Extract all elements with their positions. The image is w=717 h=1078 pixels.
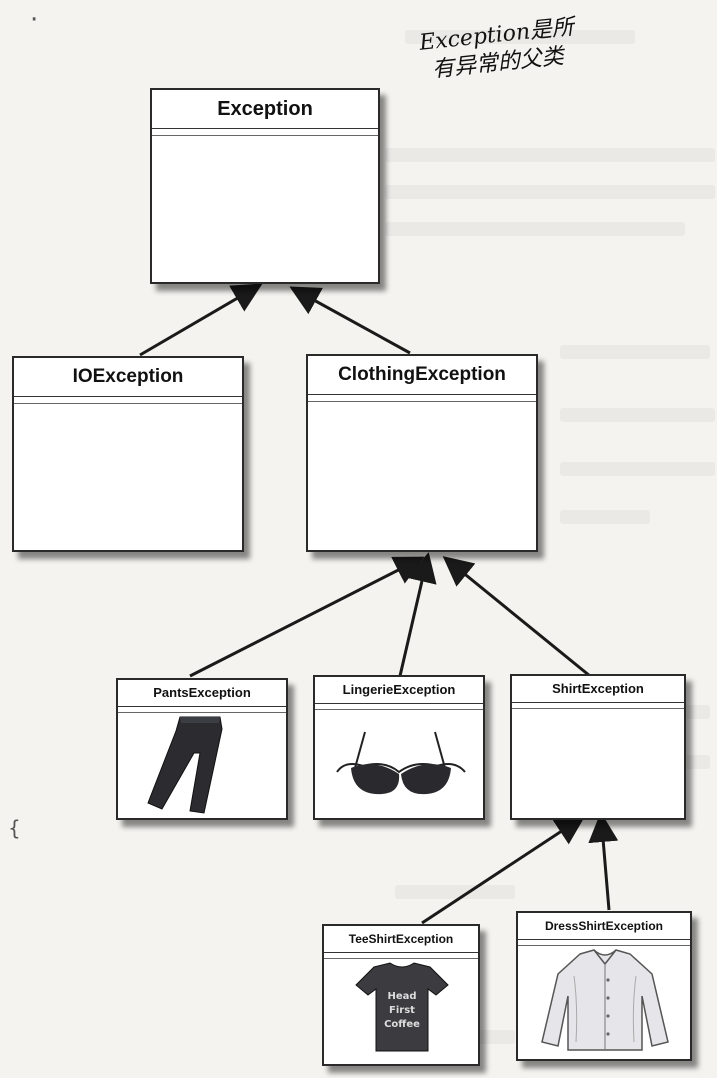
class-box-dressshirtexception: DressShirtException	[516, 911, 692, 1061]
pants-image	[147, 716, 223, 814]
class-box-clothingexception: ClothingException	[306, 354, 538, 552]
stray-dot: ·	[30, 5, 39, 35]
bleed-line	[385, 185, 715, 199]
class-name-exception: Exception	[152, 90, 378, 129]
bleed-line	[560, 462, 715, 476]
class-name-pantsexception: PantsException	[118, 680, 286, 707]
bleed-line	[385, 222, 685, 236]
attribute-section	[518, 940, 690, 946]
arrow-pants-to-clothing	[189, 556, 425, 678]
bleed-line	[560, 408, 715, 422]
class-body	[518, 946, 690, 1059]
class-body	[315, 710, 483, 818]
arrow-io-to-exception	[139, 283, 263, 357]
bleed-line	[405, 30, 635, 44]
class-name-lingerieexception: LingerieException	[315, 677, 483, 704]
tee-print-line-1: Head	[387, 991, 416, 1002]
arrow-teeshirt-to-shirt	[421, 815, 586, 925]
class-name-dressshirtexception: DressShirtException	[518, 913, 690, 940]
bleed-line	[560, 345, 710, 359]
attribute-section	[308, 395, 536, 402]
attribute-section	[512, 703, 684, 709]
arrow-clothing-to-exception	[289, 286, 411, 355]
bleed-line	[560, 510, 650, 524]
dress-shirt-image	[541, 949, 669, 1051]
bra-image	[336, 731, 466, 795]
class-box-teeshirtexception: TeeShirtException Head First Coffee	[322, 924, 480, 1066]
class-body	[118, 713, 286, 818]
class-box-shirtexception: ShirtException	[510, 674, 686, 820]
stray-brace: {	[8, 816, 21, 840]
arrow-lingerie-to-clothing	[398, 552, 437, 677]
class-name-ioexception: IOException	[14, 358, 242, 397]
tee-shirt-image: Head First Coffee	[355, 962, 449, 1052]
class-box-lingerieexception: LingerieException	[313, 675, 485, 820]
bleed-line	[395, 885, 515, 899]
attribute-section	[324, 953, 478, 959]
attribute-section	[118, 707, 286, 713]
tee-print-line-2: First	[389, 1005, 415, 1016]
class-name-shirtexception: ShirtException	[512, 676, 684, 703]
attribute-section	[315, 704, 483, 710]
class-body: Head First Coffee	[324, 959, 478, 1064]
class-box-ioexception: IOException	[12, 356, 244, 552]
class-box-pantsexception: PantsException	[116, 678, 288, 820]
arrow-dressshirt-to-shirt	[588, 812, 619, 911]
arrow-shirt-to-clothing	[442, 556, 591, 678]
attribute-section	[14, 397, 242, 404]
class-name-clothingexception: ClothingException	[308, 356, 536, 395]
tee-print-line-3: Coffee	[384, 1019, 420, 1030]
bleed-line	[385, 148, 715, 162]
class-name-teeshirtexception: TeeShirtException	[324, 926, 478, 953]
attribute-section	[152, 129, 378, 136]
class-box-exception: Exception	[150, 88, 380, 284]
